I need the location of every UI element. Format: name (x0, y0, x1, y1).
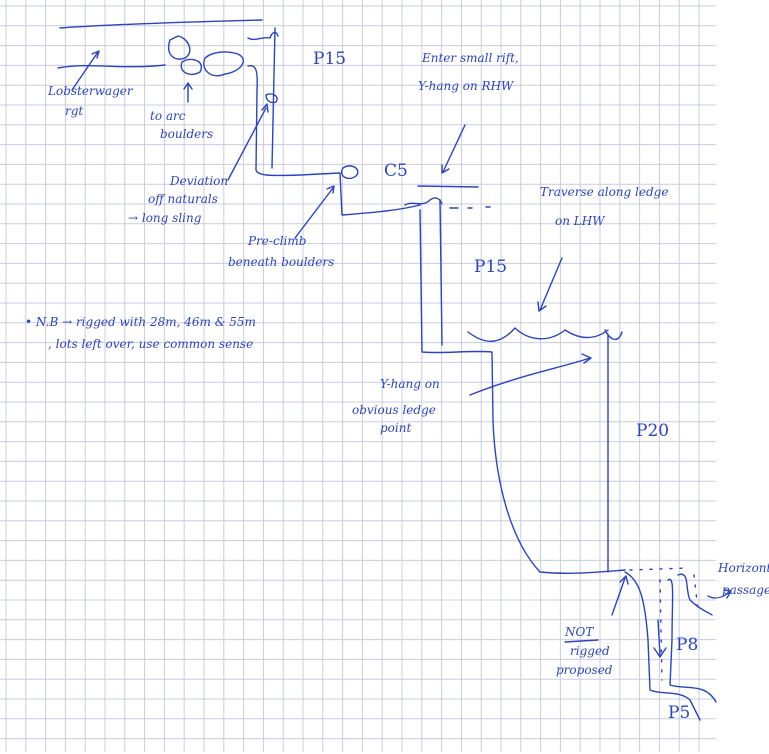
cave-passage-lines (57, 19, 717, 721)
label-yhang-1: Y-hang on (380, 377, 440, 391)
cave-roof-line (59, 19, 263, 29)
label-p15-mid: P15 (474, 257, 507, 277)
label-p5: P5 (668, 703, 690, 723)
label-deviation-3: → long sling (128, 211, 202, 225)
label-p15-top: P15 (313, 49, 346, 69)
arrow-preclimb (294, 185, 335, 239)
arrow-enter (441, 124, 466, 174)
label-boulders-2: boulders (160, 127, 213, 141)
label-c5: C5 (384, 161, 408, 181)
label-horizontal-1: Horizontal (717, 561, 769, 575)
traverse-line (467, 327, 609, 342)
arrow-lobster (71, 50, 100, 91)
label-traverse-1: Traverse along ledge (540, 185, 668, 199)
arrow-traverse (537, 257, 563, 312)
label-boulders-1: to arc (150, 109, 186, 123)
boulder-1 (168, 35, 191, 60)
arrow-not-rigged (611, 575, 629, 616)
arrow-deviation (227, 103, 269, 181)
lower-shaft-right (667, 578, 717, 703)
arrow-horizontal (707, 589, 732, 599)
deviation-anchor (265, 93, 278, 104)
shaft-left-wall (247, 64, 421, 216)
label-note-1: • N.B → rigged with 28m, 46m & 55m (25, 315, 256, 329)
label-enter-2: Y-hang on RHW (418, 79, 515, 93)
boulder-2 (180, 58, 202, 76)
arrow-boulders (183, 82, 193, 103)
label-lobster-1: Lobsterwager (47, 84, 134, 98)
label-not-2: rigged (570, 644, 610, 658)
horizontal-passage-wall (677, 573, 713, 616)
label-p20: P20 (636, 421, 669, 441)
label-enter-1: Enter small rift, (421, 51, 519, 65)
anchor-top (247, 31, 279, 41)
label-p8: P8 (676, 635, 698, 655)
label-preclimb-2: beneath boulders (228, 255, 334, 269)
label-deviation-2: off naturals (148, 192, 218, 206)
label-not-3: proposed (556, 663, 613, 677)
rift-dashes (449, 206, 491, 209)
p8-arrow (653, 619, 667, 658)
boulder-3 (203, 51, 244, 77)
lobster-passage-floor (57, 64, 166, 69)
annotation-arrows (71, 50, 732, 643)
c5-boulders (341, 165, 359, 180)
label-note-2: , lots left over, use common sense (48, 337, 253, 351)
label-horizontal-2: passage (722, 583, 769, 597)
proposed-dotted-line (629, 567, 699, 681)
label-yhang-3: point (380, 421, 411, 435)
label-traverse-2: on LHW (555, 214, 606, 228)
lower-shaft-left (624, 571, 701, 721)
label-yhang-2: obvious ledge (352, 403, 436, 417)
rope-p15-top (271, 27, 276, 169)
label-deviation-1: Deviation (169, 174, 228, 188)
grid-paper (0, 0, 716, 752)
label-lobster-2: rgt (65, 104, 83, 118)
p20-anchor (604, 329, 623, 340)
arrow-yhang (469, 353, 592, 396)
not-underline (564, 639, 599, 643)
rift-left-wall (419, 209, 626, 574)
label-preclimb-1: Pre-climb (247, 234, 306, 248)
rope-p15-mid (439, 199, 443, 346)
labels: P15 Lobsterwager rgt to arc boulders Dev… (25, 49, 769, 723)
rift-top-line (417, 185, 479, 188)
label-not-1: NOT (564, 625, 594, 639)
